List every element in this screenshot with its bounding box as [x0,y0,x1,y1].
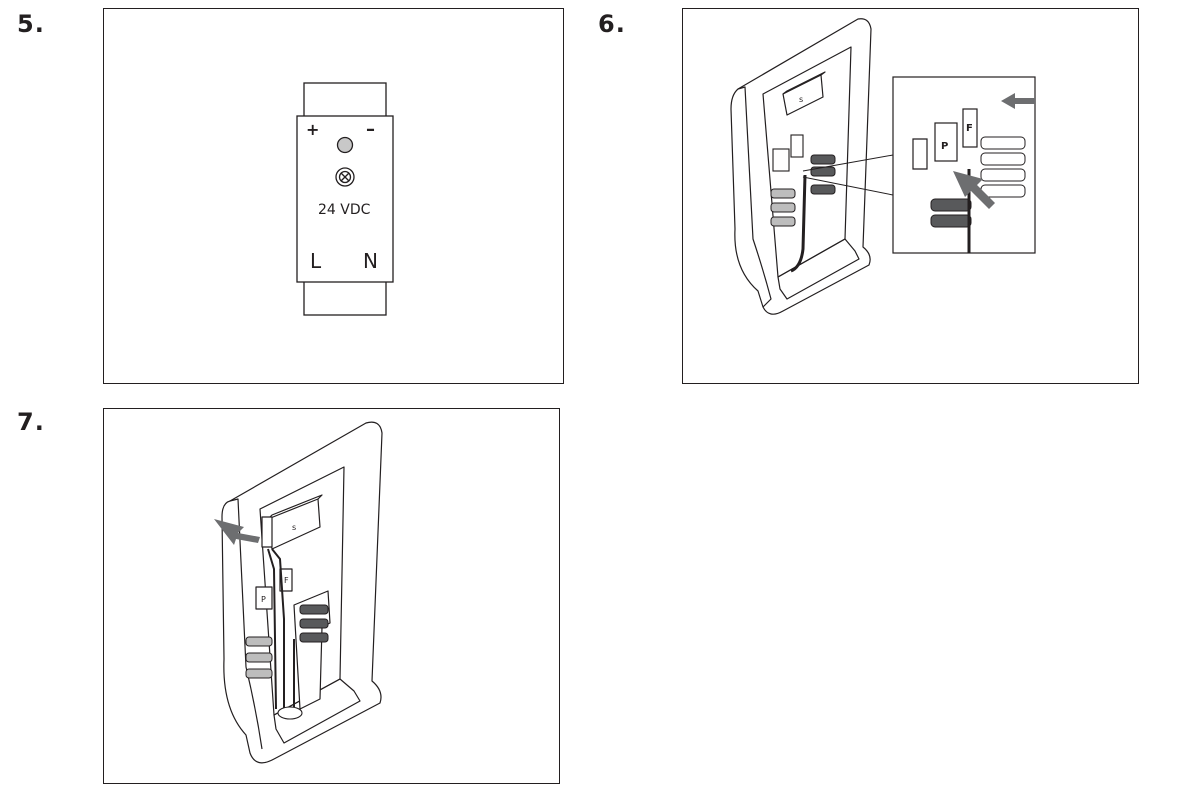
module-p-label: P [261,595,266,604]
enclosure-side-wall [737,86,772,308]
power-supply-module [261,516,273,548]
callout-module-p [934,122,958,162]
status-led-icon [336,136,354,154]
wires [267,548,295,710]
callout-p-label: P [941,141,948,152]
callout-terminal-blocks [930,136,1026,228]
terminal-blocks [770,154,836,227]
push-arrow-icon [953,171,995,209]
voltage-label: 24 VDC [318,202,371,218]
terminal-l-label: L [310,249,322,273]
callout-f-label: F [966,123,973,134]
module-f-label: F [284,576,289,585]
module-p-box [772,148,790,172]
module-s-label: s [292,523,296,532]
step-number-6: 6. [598,10,626,38]
step-number-5: 5. [17,10,45,38]
terminal-n-label: N [363,249,378,273]
plus-terminal-label: + [306,120,320,139]
enclosure-side-wall [229,498,263,750]
cable-entry-hole [277,706,303,720]
power-supply-illustration [296,82,394,316]
adjustment-screw-icon [335,167,355,187]
module-f-box [279,568,293,592]
module-p-box [255,586,273,610]
step-number-7: 7. [17,408,45,436]
enclosure-bottom-tray [777,238,860,300]
cable [790,174,807,273]
insert-arrow-icon [1001,93,1035,109]
module-s-label: s [799,95,803,104]
step-6-panel: s P F P [682,8,1139,384]
minus-terminal-label: – [366,119,375,140]
enclosure-bottom-tray [273,678,361,744]
enclosure-wiring-illustration-7: s P F [214,421,383,764]
terminal-blocks [245,604,329,679]
module-s-box [782,74,824,116]
callout-bracket [912,138,928,170]
psu-top-clip [303,82,387,118]
psu-bottom-clip [303,280,387,316]
insert-arrow-icon [214,519,260,545]
step-7-panel: s P F [103,408,560,784]
module-f-box [790,134,804,158]
callout-module-f [962,108,978,148]
step-5-panel: + – 24 VDC L N [103,8,564,384]
enclosure-wiring-illustration-6: s P F P [730,18,1036,315]
